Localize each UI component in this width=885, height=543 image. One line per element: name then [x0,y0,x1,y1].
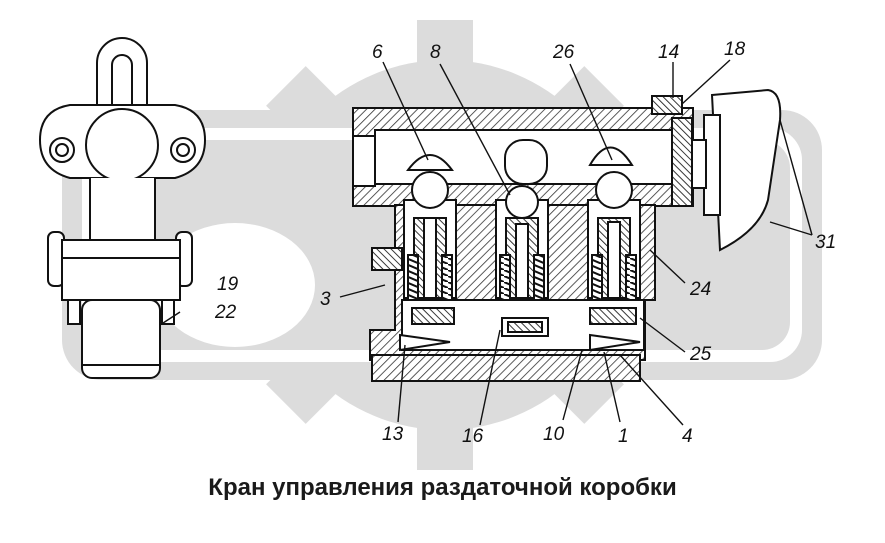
side-view [38,37,207,379]
callout-24: 24 [689,279,711,300]
callout-4: 4 [682,426,693,447]
figure-caption: Кран управления раздаточной коробки [208,474,677,501]
callout-labels: 6 8 26 14 18 31 24 25 4 1 10 16 13 3 19 … [214,39,836,447]
callout-13: 13 [382,424,404,445]
callout-8: 8 [430,42,441,63]
callout-19: 19 [217,274,239,295]
callout-10: 10 [543,424,565,445]
callout-3: 3 [320,289,331,310]
valve-section [352,88,782,382]
callout-31: 31 [815,232,836,253]
callout-14: 14 [658,42,679,63]
callout-22: 22 [214,302,237,323]
callout-16: 16 [462,426,484,447]
callout-18: 18 [724,39,746,60]
leader-lines [159,59,813,426]
callout-1: 1 [618,426,629,447]
callout-6: 6 [372,42,383,63]
callout-26: 26 [552,42,575,63]
callout-25: 25 [689,344,712,365]
